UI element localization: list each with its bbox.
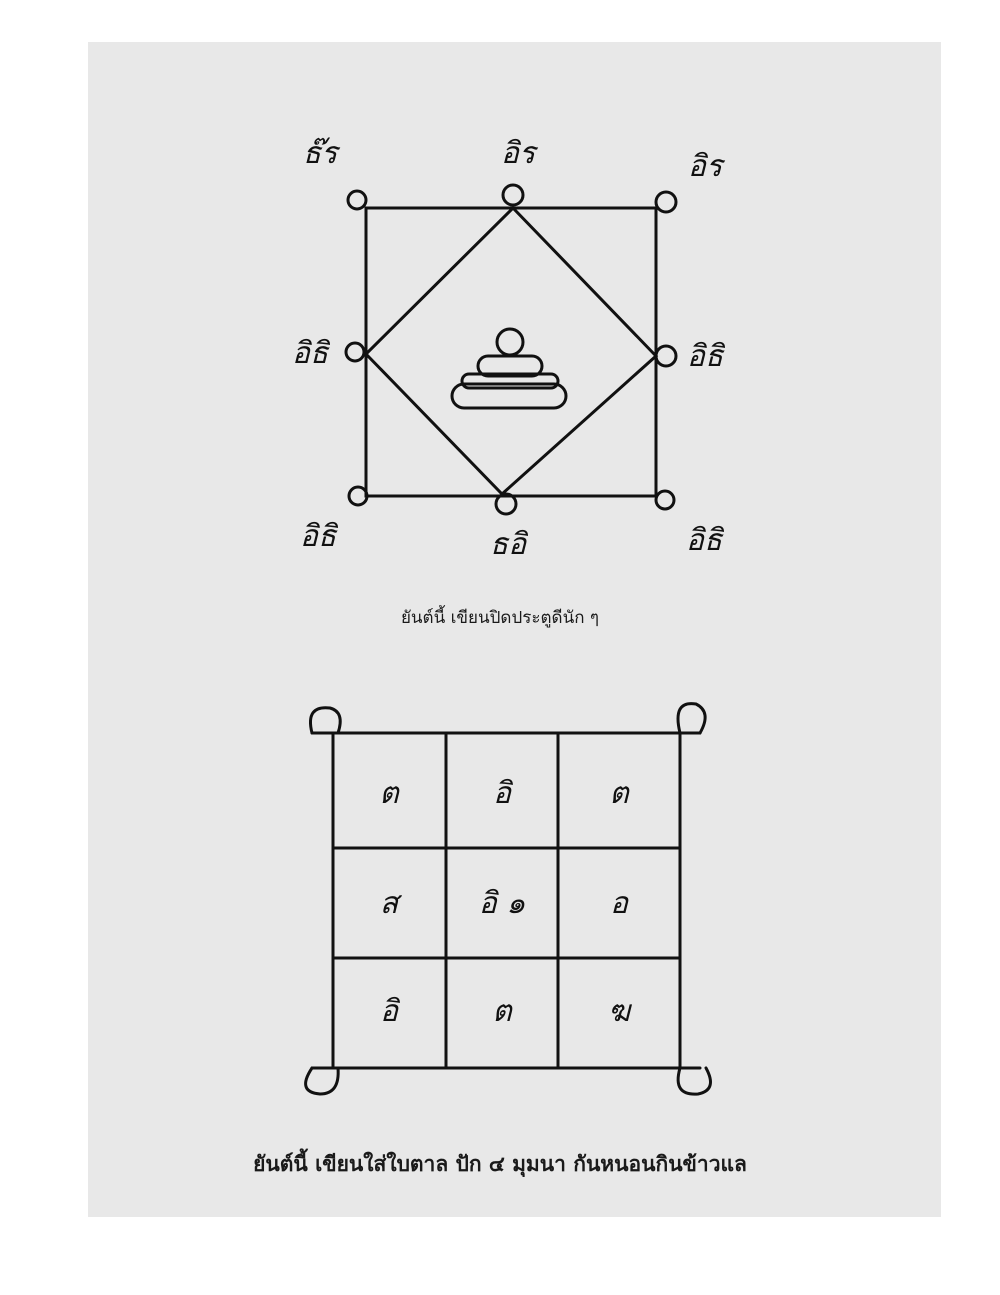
grid-cell-r2-c1: ต — [492, 994, 513, 1029]
loop-bottom — [494, 492, 518, 516]
glyph-bottom-right: อิธิ — [686, 523, 725, 558]
loop-corner-tr — [676, 702, 707, 735]
inner-diamond — [363, 205, 659, 497]
loop-corner-tl — [309, 706, 342, 735]
loop-corner-bl — [304, 1066, 340, 1096]
loop-right — [654, 344, 678, 368]
loop-tr — [654, 190, 678, 214]
grid-cell-r1-c2: อ — [610, 886, 630, 921]
yantra-top-diagram: ธ๊ร อิร อิร อิธิ อิธิ อิธิ ธอิ อิธิ — [292, 136, 726, 562]
seated-figure-icon — [450, 327, 568, 410]
caption-top: ยันต์นี้ เขียนปิดประตูดีนัก ๆ — [400, 608, 600, 628]
grid-cell-r2-c2: ฆ — [608, 994, 633, 1029]
glyph-right: อิธิ — [687, 339, 726, 374]
grid-cell-r1-c1: อิ ๑ — [479, 886, 526, 921]
loop-tl — [346, 189, 368, 211]
loop-bl — [347, 485, 369, 507]
grid-cell-r0-c1: อิ — [493, 776, 514, 811]
glyph-top-left: ธ๊ร — [303, 136, 341, 171]
grid-cell-r2-c0: อิ — [380, 994, 401, 1029]
glyph-bottom-left: อิธิ — [300, 519, 339, 554]
loop-br — [654, 489, 676, 511]
glyph-top-right: อิร — [688, 149, 726, 184]
outer-square — [364, 206, 658, 498]
glyph-top: อิร — [501, 136, 539, 171]
yantra-bottom-diagram: ตอิตสอิ ๑ออิตฆ — [304, 702, 712, 1096]
loop-corner-br — [676, 1066, 712, 1096]
yantra-grid-cells: ตอิตสอิ ๑ออิตฆ — [379, 776, 633, 1029]
grid-cell-r0-c0: ต — [379, 776, 400, 811]
glyph-left: อิธิ — [292, 336, 331, 371]
grid-cell-r1-c0: ส — [380, 886, 403, 921]
glyph-bottom: ธอิ — [490, 527, 529, 562]
loop-top — [501, 183, 525, 207]
loop-left — [344, 341, 366, 363]
caption-bottom: ยันต์นี้ เขียนใส่ใบตาล ปัก ๔ มุมนา กันหน… — [253, 1151, 747, 1176]
scanned-page — [88, 42, 941, 1217]
grid-cell-r0-c2: ต — [609, 776, 630, 811]
